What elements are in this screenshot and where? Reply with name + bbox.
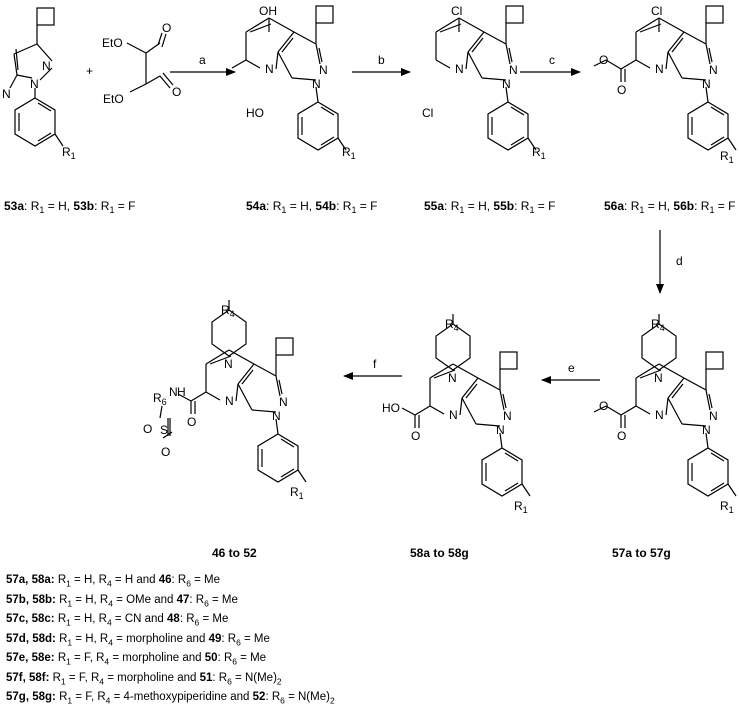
svg-text:N: N — [42, 59, 51, 73]
label-46-52: 46 to 52 — [212, 546, 257, 560]
svg-text:O: O — [599, 53, 608, 67]
svg-text:R6: R6 — [153, 391, 167, 407]
svg-text:Cl: Cl — [651, 4, 662, 18]
r1-label: R1 — [62, 145, 76, 161]
svg-text:N: N — [30, 77, 39, 91]
svg-text:R1: R1 — [342, 145, 356, 161]
label-56: 56a: R1 = H, 56b: R1 = F — [604, 199, 735, 215]
label-54: 54a: R1 = H, 54b: R1 = F — [246, 199, 377, 215]
compound-54: OH HO R1 — [231, 4, 356, 161]
svg-text:R1: R1 — [720, 149, 734, 165]
compound-57: N R4 O O R1 — [593, 313, 737, 515]
svg-text:N: N — [169, 385, 178, 399]
legend-row-57e: 57e, 58e: R1 = F, R4 = morpholine and 50… — [6, 652, 267, 667]
compound-46-52: N R4 O S N H R6 O O R1 — [143, 299, 307, 501]
legend-row-57a: 57a, 58a: R1 = H, R4 = H and 46: R6 = Me — [6, 574, 221, 589]
svg-text:HO: HO — [382, 401, 400, 415]
arrow-a-label: a — [199, 53, 206, 67]
svg-text:O: O — [162, 21, 171, 35]
diethyl-malonate: EtO O O EtO — [102, 21, 181, 106]
svg-text:O: O — [599, 399, 608, 413]
svg-text:R1: R1 — [532, 145, 546, 161]
svg-text:R1: R1 — [290, 485, 304, 501]
legend-row-57d: 57d, 58d: R1 = H, R4 = morpholine and 49… — [6, 632, 270, 647]
arrow-b-label: b — [378, 53, 385, 67]
arrow-e-label: e — [568, 361, 575, 375]
legend-row-57g: 57g, 58g: R1 = F, R4 = 4-methoxypiperidi… — [6, 691, 335, 706]
svg-text:O: O — [617, 429, 626, 443]
svg-text:R4: R4 — [221, 303, 235, 319]
label-53: 53a: R1 = H, 53b: R1 = F — [4, 199, 135, 215]
svg-text:O: O — [161, 445, 170, 459]
substituent-legend: 57a, 58a: R1 = H, R4 = H and 46: R6 = Me… — [6, 572, 335, 709]
ethoxy-bottom: EtO — [103, 92, 124, 106]
svg-text:N: N — [654, 371, 663, 385]
svg-text:H: H — [177, 385, 186, 399]
svg-text:N: N — [448, 371, 457, 385]
svg-text:R4: R4 — [651, 317, 665, 333]
svg-text:R1: R1 — [514, 499, 528, 515]
arrow-c-label: c — [549, 53, 555, 67]
ethoxy-top: EtO — [102, 36, 123, 50]
legend-row-57c: 57c, 58c: R1 = H, R4 = CN and 48: R6 = M… — [6, 613, 229, 628]
compound-55: Cl Cl R1 — [422, 4, 546, 161]
label-58: 58a to 58g — [410, 546, 469, 560]
svg-text:Cl: Cl — [422, 106, 433, 120]
label-57: 57a to 57g — [612, 546, 671, 560]
svg-text:R1: R1 — [720, 499, 734, 515]
compound-53: N N N R1 — [2, 7, 76, 161]
plus-sign: + — [86, 64, 93, 78]
svg-text:Cl: Cl — [451, 4, 462, 18]
svg-text:O: O — [172, 85, 181, 99]
svg-text:N: N — [224, 357, 233, 371]
svg-text:HO: HO — [246, 106, 264, 120]
svg-text:O: O — [411, 429, 420, 443]
svg-text:O: O — [617, 83, 626, 97]
svg-text:O: O — [143, 422, 152, 436]
compound-56: Cl O O R1 — [593, 4, 737, 165]
svg-text:R4: R4 — [445, 317, 459, 333]
label-55: 55a: R1 = H, 55b: R1 = F — [424, 199, 555, 215]
arrow-f-label: f — [373, 357, 377, 371]
legend-row-57b: 57b, 58b: R1 = H, R4 = OMe and 47: R6 = … — [6, 593, 238, 608]
svg-text:OH: OH — [259, 4, 277, 18]
arrow-d-label: d — [676, 254, 683, 268]
amine-label: N — [2, 87, 11, 101]
legend-row-57f: 57f, 58f: R1 = F, R4 = morpholine and 51… — [6, 671, 282, 686]
compound-58: N R4 HO O R1 — [382, 313, 531, 515]
svg-text:S: S — [160, 423, 168, 437]
svg-text:O: O — [187, 415, 196, 429]
